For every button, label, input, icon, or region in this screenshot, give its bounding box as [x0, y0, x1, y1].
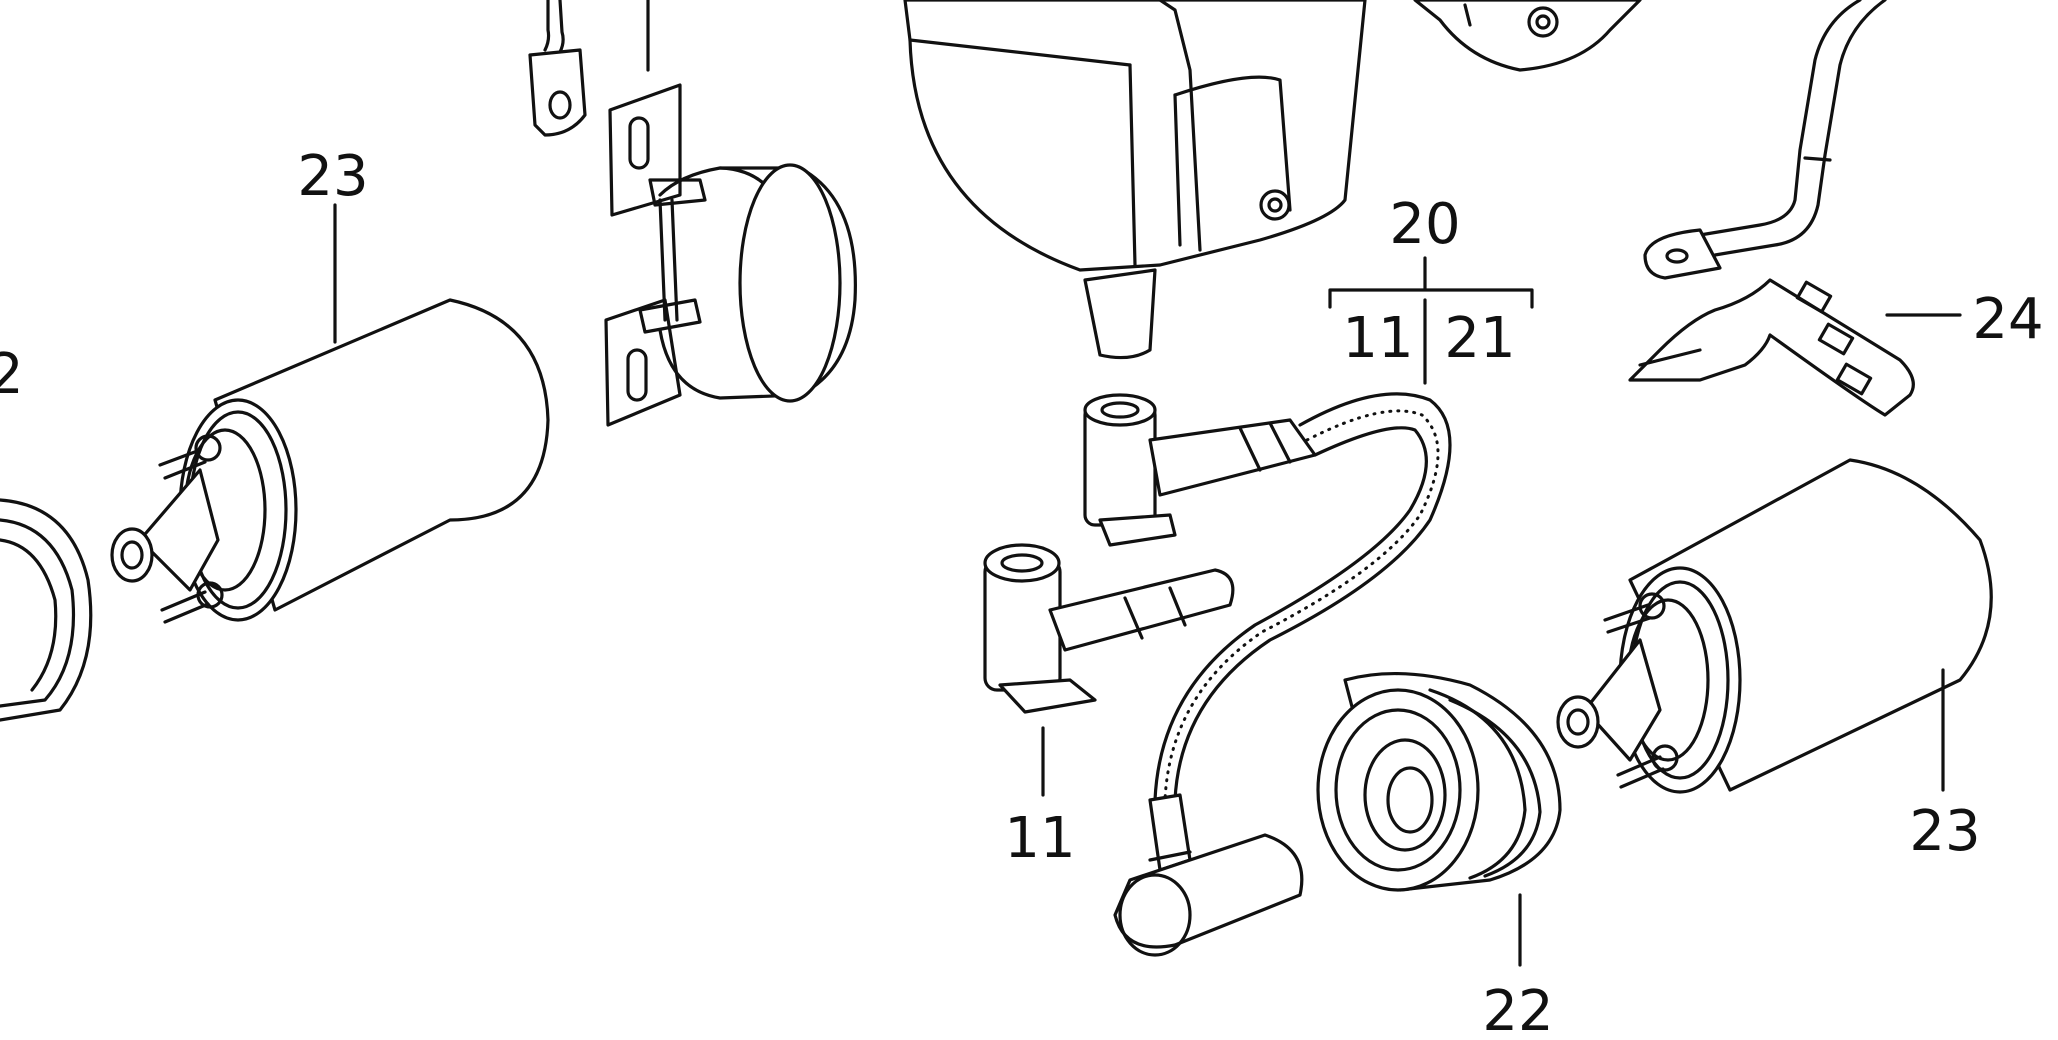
callout-24: 24: [1972, 287, 2043, 352]
callout-23-left: 23: [297, 144, 368, 209]
callout-22: 22: [1482, 979, 1553, 1040]
rubber-boot-22: [1316, 671, 1562, 892]
distributor-body: [903, 0, 1367, 360]
callout-cut-off: 2: [0, 342, 24, 407]
callout-21: 21: [1444, 306, 1515, 371]
ignition-coil-left: [110, 298, 550, 624]
callout-11: 11: [1004, 806, 1075, 871]
plug-connector-upper: [1083, 393, 1317, 547]
bracket-line-20: [1328, 256, 1534, 309]
strap-bracket-24: [1628, 278, 1915, 417]
callout-23-right: 23: [1909, 799, 1980, 864]
coil-mounting-clamp: [604, 83, 857, 427]
plug-connector-bottom: [1113, 793, 1304, 957]
ignition-coil-right: [1556, 458, 1993, 794]
plug-connector-lower: [983, 543, 1235, 714]
callout-11-bracket: 11: [1342, 306, 1413, 371]
rubber-cap-partial-left: [0, 498, 93, 722]
ground-strap-cable: [1643, 0, 1887, 280]
top-right-round-part: [1413, 0, 1642, 72]
callout-20: 20: [1389, 192, 1460, 257]
ignition-lead-cable: [1153, 392, 1452, 802]
wire-terminal-lug: [528, 0, 587, 137]
